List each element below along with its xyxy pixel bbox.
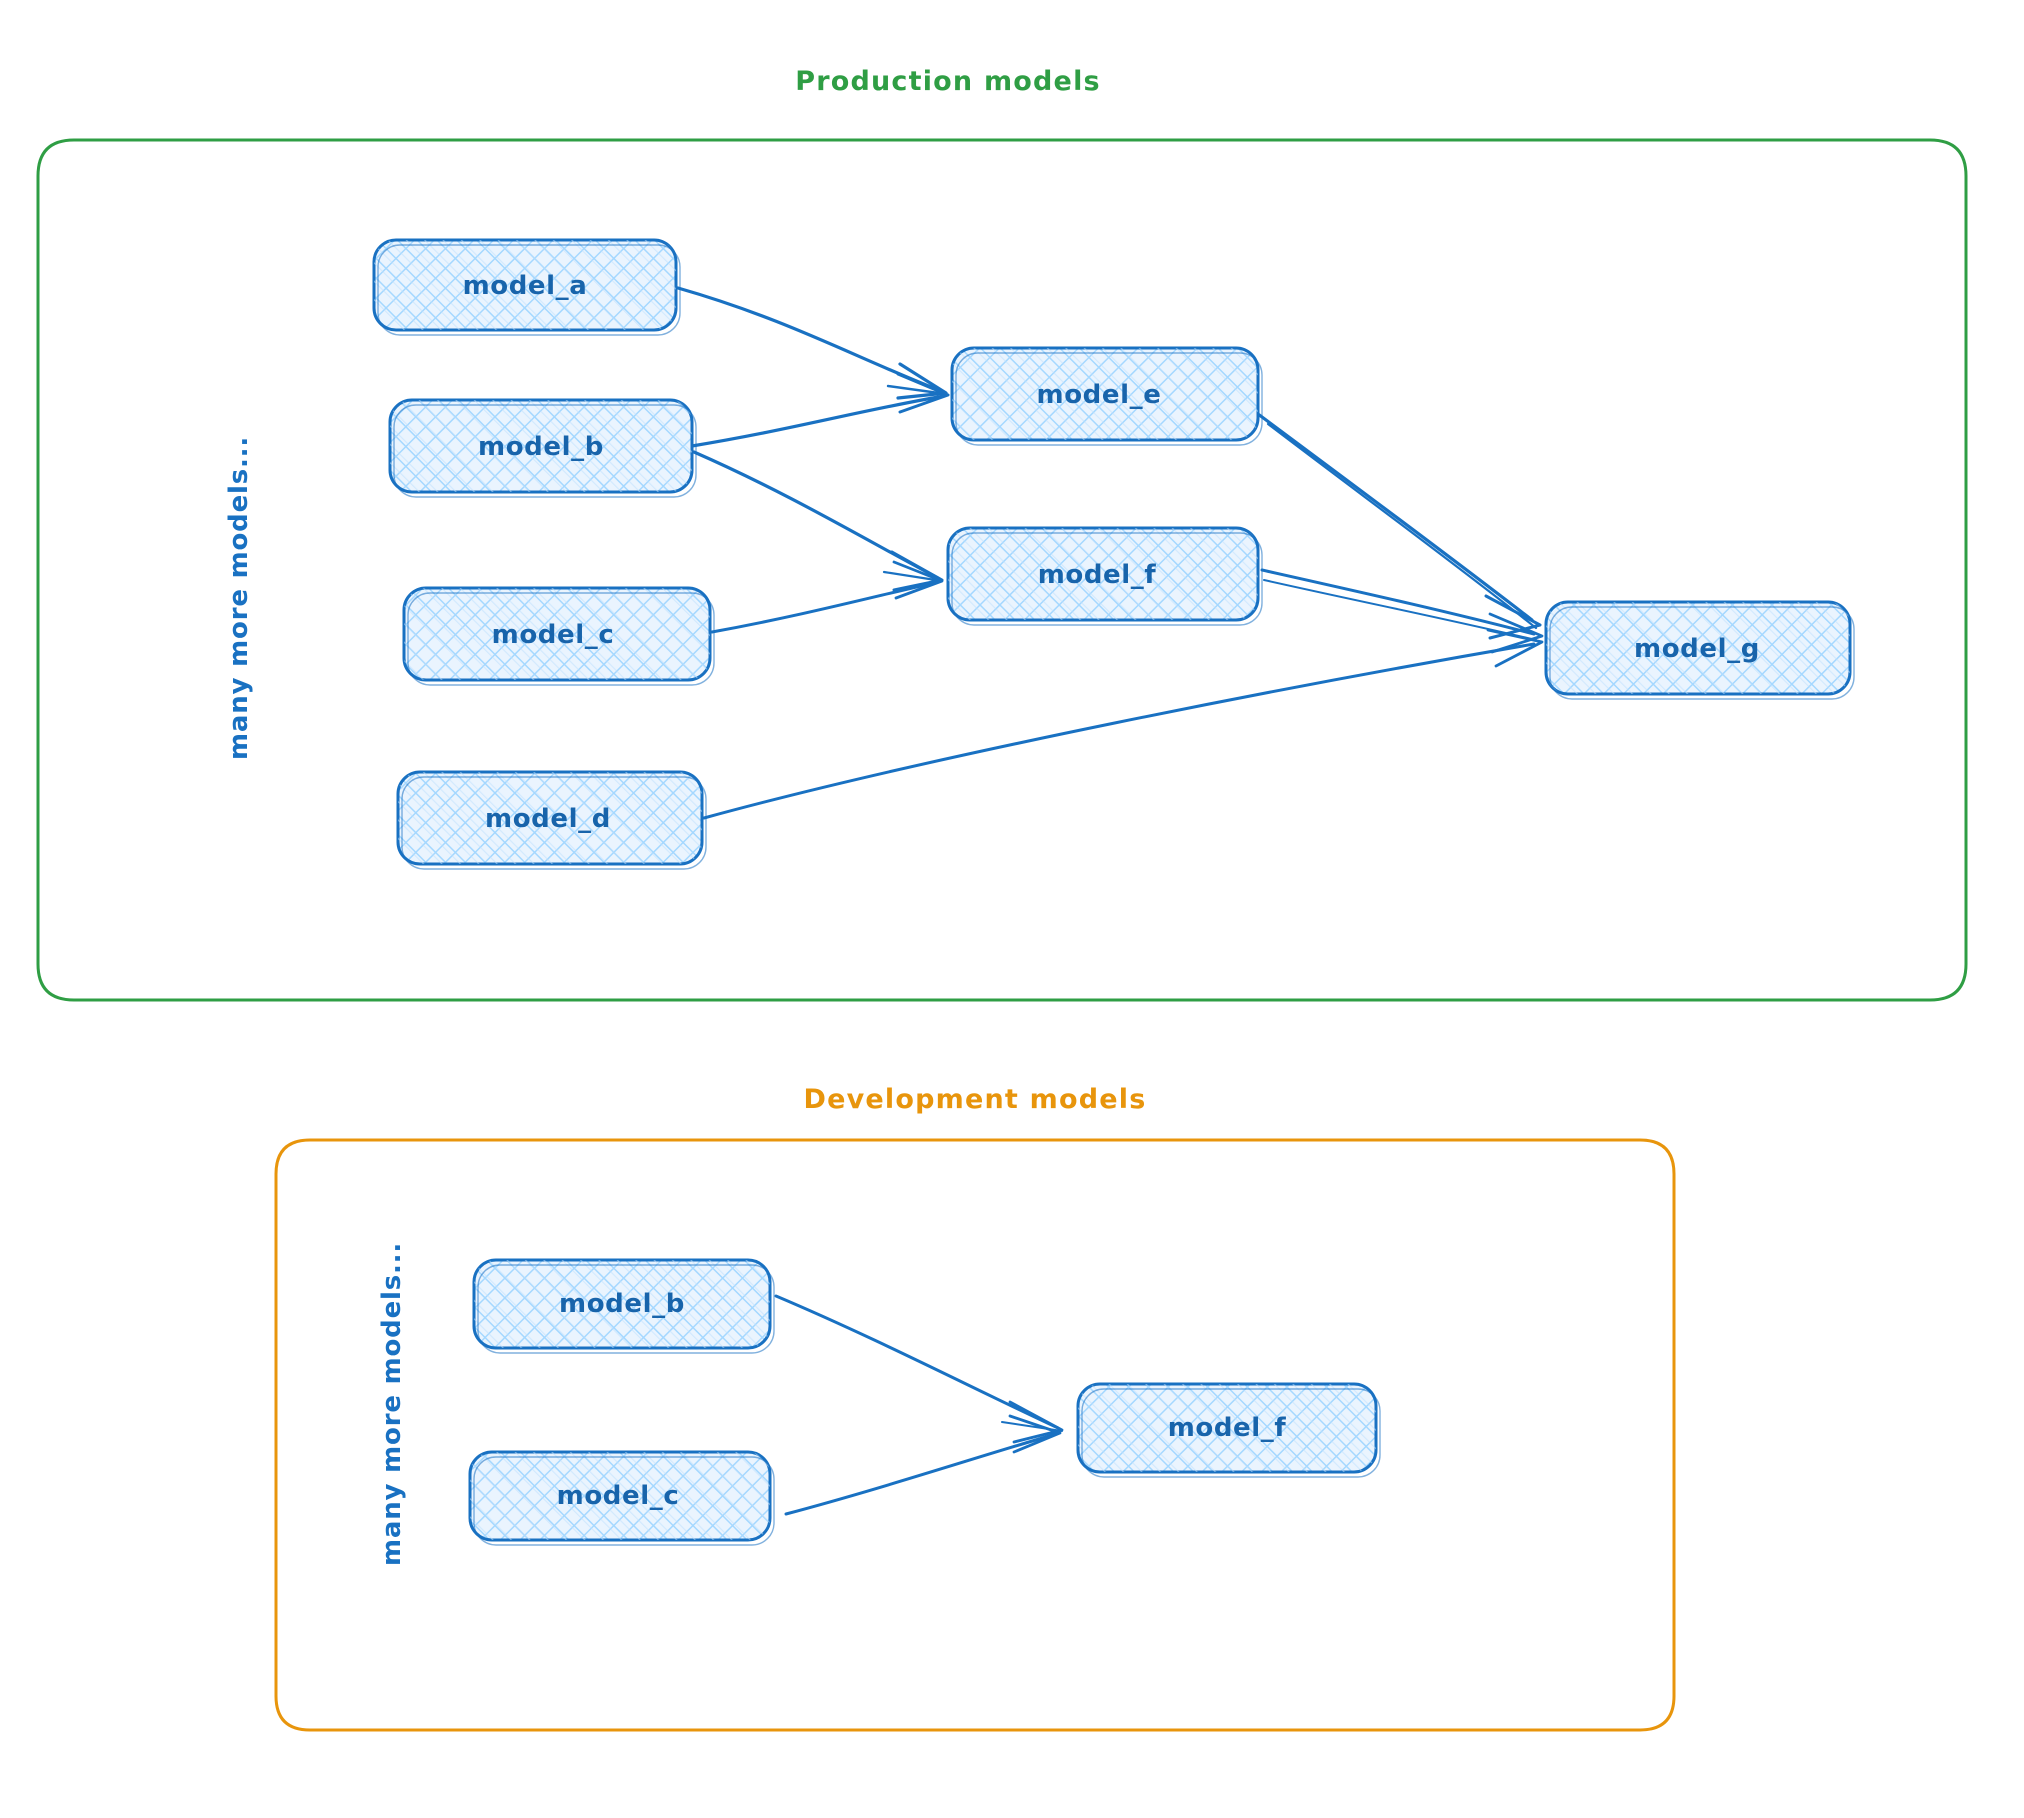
node-prod-model-e[interactable]: model_e bbox=[950, 346, 1263, 446]
node-prod-model-c[interactable]: model_c bbox=[402, 586, 715, 686]
edge-model-b-to-model-f bbox=[692, 450, 944, 592]
edge-model-f-to-model-g bbox=[1260, 568, 1544, 654]
development-nodes: model_b model_c model_f bbox=[468, 1258, 1381, 1546]
group-production: Production models many more models... bbox=[36, 66, 1968, 1002]
development-group-title: Development models bbox=[804, 1084, 1147, 1115]
production-edges bbox=[676, 286, 1544, 820]
node-prod-model-d[interactable]: model_d bbox=[396, 770, 707, 870]
development-edges bbox=[774, 1294, 1064, 1516]
edge-model-c-to-model-f bbox=[710, 560, 944, 634]
node-prod-model-f[interactable]: model_f bbox=[946, 526, 1263, 626]
node-prod-model-b[interactable]: model_b bbox=[388, 398, 697, 498]
development-group-border bbox=[274, 1138, 1676, 1732]
production-group-title: Production models bbox=[795, 66, 1101, 97]
node-label: model_c bbox=[492, 620, 615, 650]
node-label: model_g bbox=[1634, 634, 1760, 664]
node-dev-model-c[interactable]: model_c bbox=[468, 1450, 775, 1546]
edge-model-a-to-model-e bbox=[676, 286, 948, 400]
development-side-label: many more models... bbox=[377, 1242, 407, 1566]
node-label: model_b bbox=[478, 432, 604, 462]
production-group-border bbox=[36, 138, 1968, 1002]
node-label: model_b bbox=[559, 1289, 685, 1319]
node-dev-model-b[interactable]: model_b bbox=[472, 1258, 775, 1354]
node-label: model_d bbox=[485, 804, 611, 834]
node-label: model_a bbox=[463, 271, 588, 301]
edge-model-b-to-model-e bbox=[690, 372, 950, 448]
node-label: model_f bbox=[1168, 1413, 1287, 1443]
node-prod-model-g[interactable]: model_g bbox=[1544, 600, 1855, 700]
edge-model-e-to-model-g bbox=[1256, 412, 1542, 640]
node-prod-model-a[interactable]: model_a bbox=[372, 238, 681, 336]
edge-dev-model-c-to-model-f bbox=[784, 1414, 1062, 1516]
production-side-label: many more models... bbox=[224, 436, 254, 760]
node-label: model_e bbox=[1037, 380, 1162, 410]
node-label: model_f bbox=[1038, 560, 1157, 590]
edge-model-d-to-model-g bbox=[702, 628, 1544, 820]
production-nodes: model_a model_b model_c bbox=[372, 238, 1855, 870]
node-dev-model-f[interactable]: model_f bbox=[1076, 1382, 1381, 1478]
group-development: Development models many more models... bbox=[274, 1084, 1676, 1732]
node-label: model_c bbox=[557, 1481, 680, 1511]
